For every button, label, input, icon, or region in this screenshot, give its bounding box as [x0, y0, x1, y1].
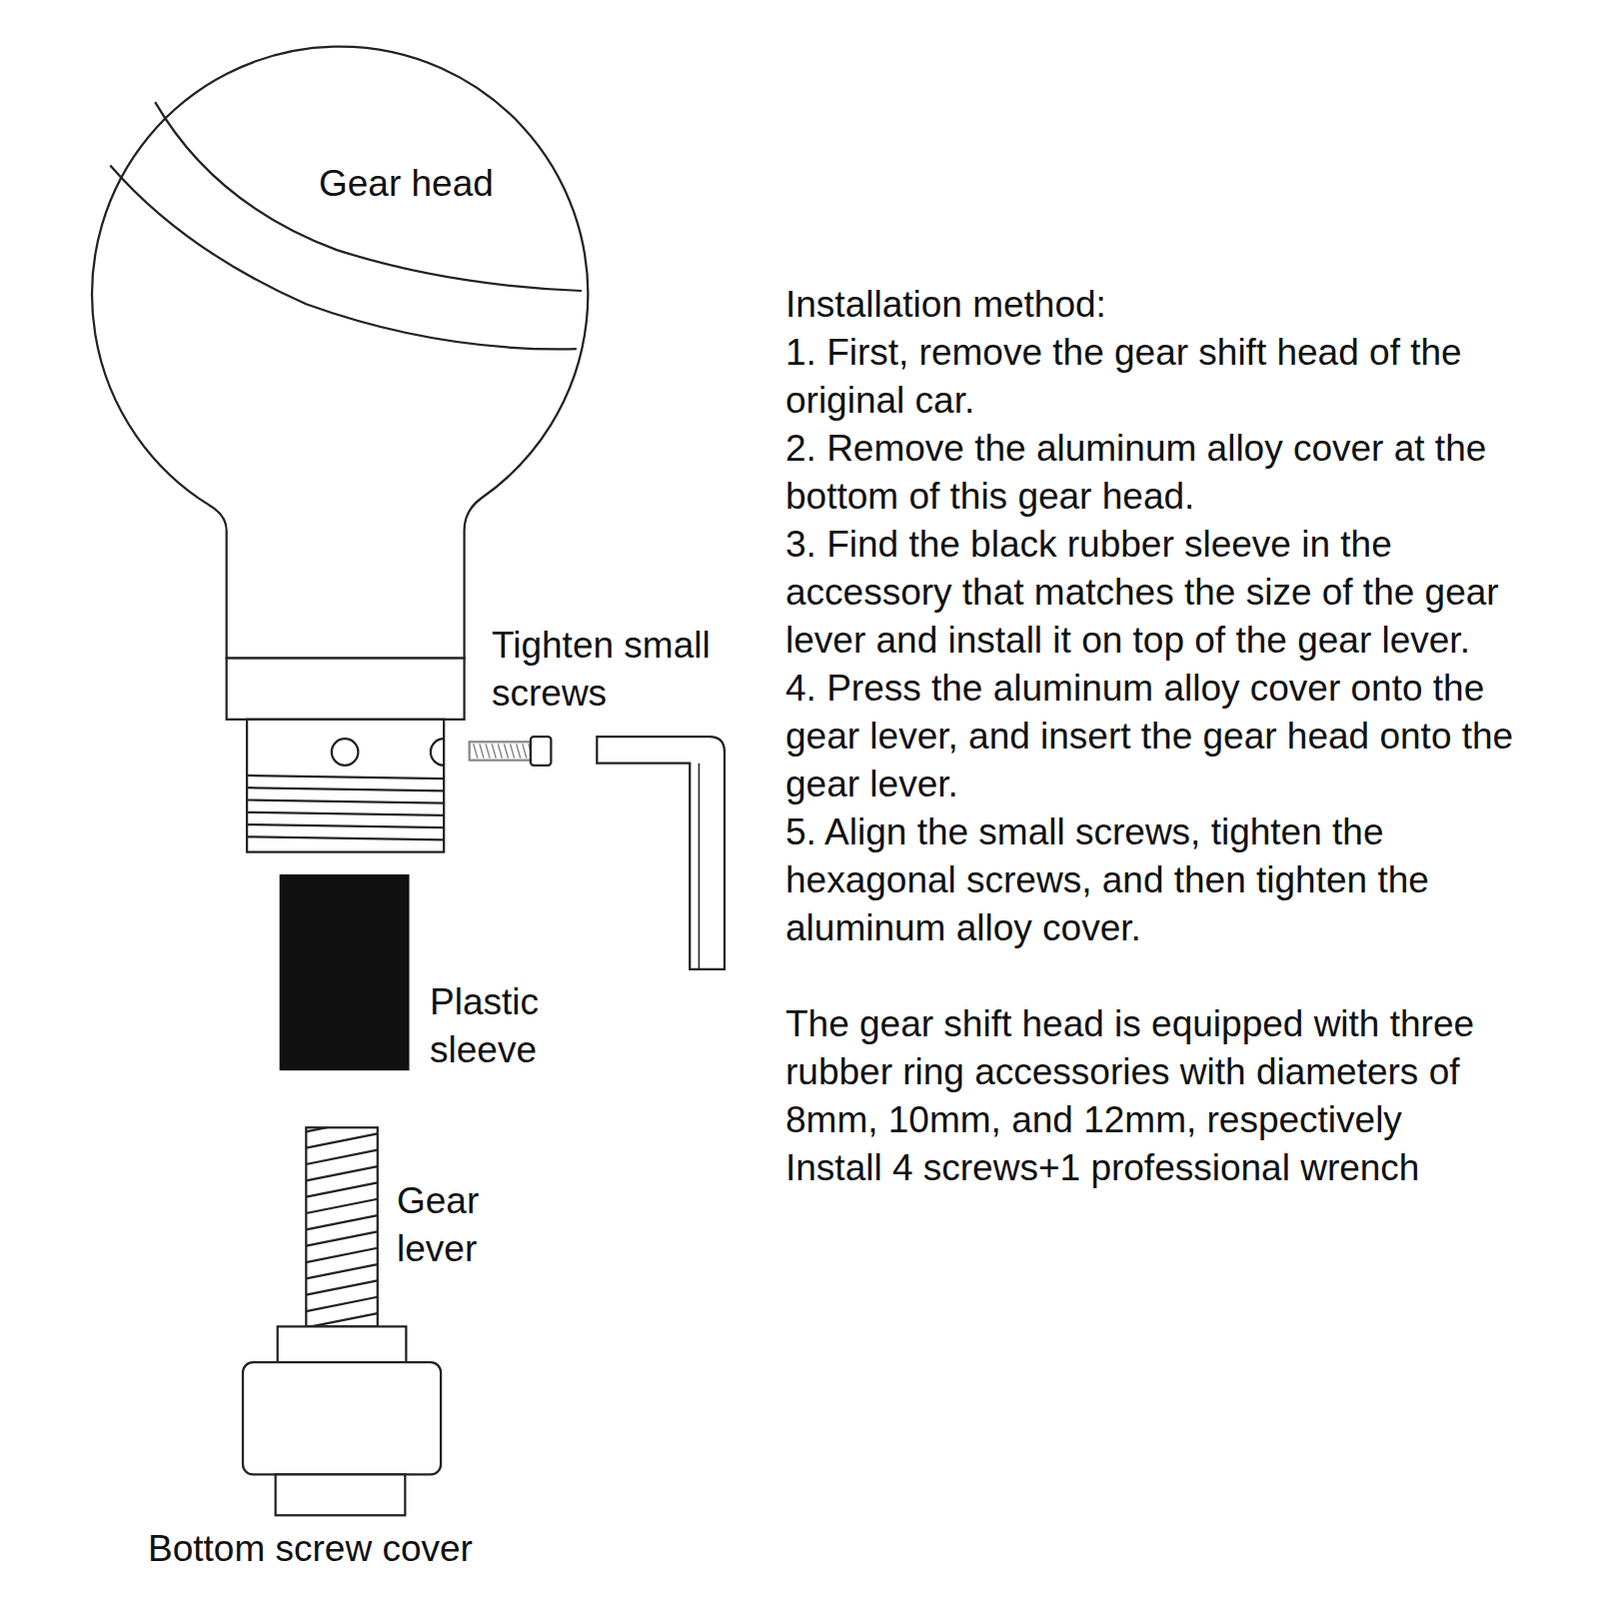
- threaded-base: [246, 719, 444, 853]
- accessory-note: The gear shift head is equipped with thr…: [785, 1000, 1536, 1145]
- base-threads: [246, 775, 444, 840]
- hex-wrench-edge: [698, 763, 701, 970]
- screw-threads: [473, 743, 533, 758]
- thread-line: [305, 1280, 377, 1295]
- instruction-step: 4. Press the aluminum alloy cover onto t…: [785, 664, 1536, 809]
- thread-line: [305, 1150, 377, 1165]
- accessory-note: Install 4 screws+1 professional wrench: [785, 1144, 1536, 1193]
- bottom-stub: [275, 1474, 406, 1516]
- part-label: Gear lever: [396, 1177, 479, 1274]
- part-label: Bottom screw cover: [147, 1525, 473, 1574]
- part-label: Tighten small screws: [491, 621, 719, 718]
- thread-line: [246, 836, 444, 840]
- thread-line: [246, 812, 444, 816]
- thread-line: [246, 775, 444, 779]
- instruction-step: 2. Remove the aluminum alloy cover at th…: [785, 424, 1536, 521]
- thread-line: [305, 1215, 377, 1230]
- lever-collar: [277, 1326, 407, 1363]
- part-label: Plastic sleeve: [429, 978, 539, 1075]
- screw-hole: [331, 738, 359, 766]
- gear-head-outline: [91, 46, 588, 659]
- thread-line: [305, 1133, 377, 1148]
- thread-line: [473, 743, 478, 758]
- thread-line: [305, 1127, 377, 1132]
- knob-drawing: [91, 46, 725, 1517]
- thread-line: [246, 800, 444, 804]
- instruction-step: 1. First, remove the gear shift head of …: [785, 328, 1536, 425]
- thread-line: [305, 1199, 377, 1214]
- screw-hole: [430, 738, 444, 766]
- instructions-block: Installation method:1. First, remove the…: [785, 280, 1536, 1193]
- thread-line: [522, 743, 527, 758]
- thread-line: [497, 743, 502, 758]
- gear-lever: [305, 1127, 377, 1327]
- thread-line: [305, 1313, 377, 1327]
- thread-line: [305, 1231, 377, 1246]
- small-screw-head: [530, 736, 551, 766]
- thread-line: [305, 1166, 377, 1181]
- collar: [226, 658, 465, 720]
- plastic-sleeve: [280, 875, 409, 1070]
- head-stripe: [154, 101, 582, 291]
- thread-line: [305, 1264, 377, 1279]
- instructions-heading: Installation method:: [785, 280, 1536, 329]
- small-screw-thread: [469, 741, 531, 760]
- thread-line: [305, 1182, 377, 1197]
- thread-line: [246, 787, 444, 791]
- thread-line: [305, 1297, 377, 1312]
- thread-line: [516, 743, 521, 758]
- thread-line: [485, 743, 490, 758]
- thread-line: [479, 743, 484, 758]
- thread-line: [503, 743, 508, 758]
- hex-wrench: [596, 736, 725, 970]
- thread-line: [491, 743, 496, 758]
- bottom-screw-cover: [242, 1362, 441, 1475]
- instruction-step: 3. Find the black rubber sleeve in the a…: [785, 520, 1536, 665]
- instruction-step: 5. Align the small screws, tighten the h…: [785, 808, 1536, 953]
- thread-line: [246, 824, 444, 828]
- thread-line: [510, 743, 515, 758]
- part-label: Gear head: [318, 159, 494, 208]
- thread-line: [305, 1248, 377, 1263]
- lever-threads: [305, 1127, 377, 1327]
